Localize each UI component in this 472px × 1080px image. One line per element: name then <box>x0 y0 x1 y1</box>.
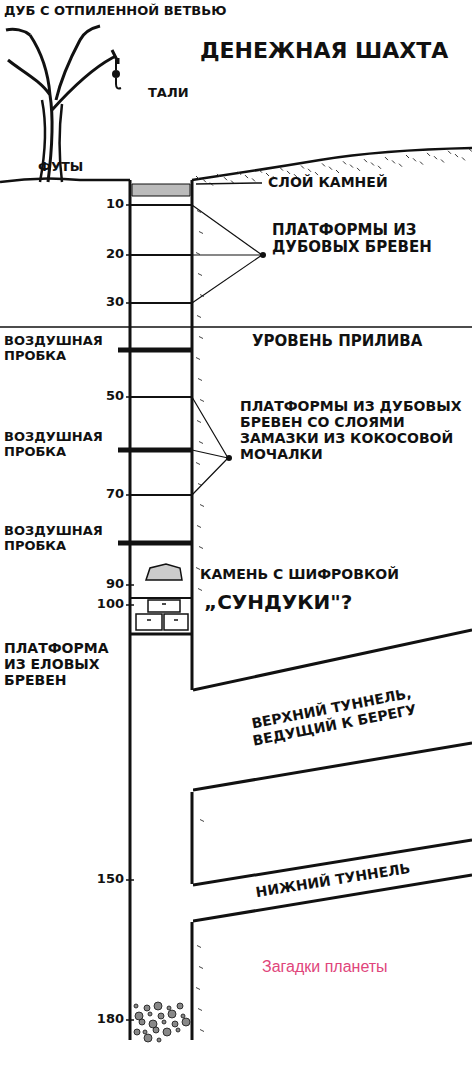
depth-number: 70 <box>88 487 124 502</box>
depth-number: 10 <box>88 197 124 212</box>
stone-layer <box>132 184 190 196</box>
air-plug-label: ВОЗДУШНАЯ ПРОБКА <box>4 334 116 364</box>
hoist-block <box>112 70 120 78</box>
tide-label: УРОВЕНЬ ПРИЛИВА <box>252 333 467 350</box>
depth-ticks <box>126 205 134 1020</box>
leader-line <box>196 183 262 184</box>
callout-label: ПЛАТФОРМЫ ИЗ ДУБОВЫХ БРЕВЕН <box>272 222 462 257</box>
callout-label: КАМЕНЬ С ШИФРОВКОЙ <box>200 566 468 582</box>
units-label: ФУТЫ <box>38 160 118 175</box>
oak-platforms <box>118 205 192 634</box>
tunnel-band: ВЕРХНИЙ ТУННЕЛЬ, ВЕДУЩИЙ К БЕРЕГУ <box>193 625 472 795</box>
shaft-wall-left <box>129 180 132 1040</box>
depth-number: 50 <box>88 389 124 404</box>
callout-label: ПЛАТФОРМА ИЗ ЕЛОВЫХ БРЕВЕН <box>4 640 124 688</box>
depth-number: 90 <box>88 577 124 592</box>
diagram-title: ДЕНЕЖНАЯ ШАХТА <box>200 38 448 63</box>
oak-tree <box>6 26 116 182</box>
callout-label: СЛОЙ КАМНЕЙ <box>268 174 468 190</box>
watermark: Загадки планеты <box>262 958 462 976</box>
hoist-rope <box>115 60 117 70</box>
air-plug-label: ВОЗДУШНАЯ ПРОБКА <box>4 430 116 460</box>
bracket-dot <box>226 455 232 461</box>
ground-line <box>0 148 472 182</box>
depth-number: 20 <box>88 247 124 262</box>
tree-label: ДУБ С ОТПИЛЕННОЙ ВЕТВЬЮ <box>4 4 254 19</box>
shaft-bottom-rubble <box>134 1002 190 1042</box>
chests-label: „СУНДУКИ"? <box>204 591 404 614</box>
tide-level-line <box>0 326 472 328</box>
air-plug-label: ВОЗДУШНАЯ ПРОБКА <box>4 524 116 554</box>
callout-label: ПЛАТФОРМЫ ИЗ ДУБОВЫХ БРЕВЕН СО СЛОЯМИ ЗА… <box>240 398 468 462</box>
hoist-hook <box>116 78 121 89</box>
coded-stone <box>146 564 182 580</box>
hoist-label: ТАЛИ <box>148 86 208 101</box>
bracket-dot <box>260 252 266 258</box>
bracket-lines <box>192 397 228 495</box>
depth-number: 30 <box>88 295 124 310</box>
bracket-lines <box>192 205 262 303</box>
tunnel-band: НИЖНИЙ ТУННЕЛЬ <box>193 835 472 925</box>
depth-number: 180 <box>80 1012 124 1027</box>
chests <box>136 600 188 630</box>
depth-number: 100 <box>80 597 124 612</box>
depth-number: 150 <box>80 872 124 887</box>
